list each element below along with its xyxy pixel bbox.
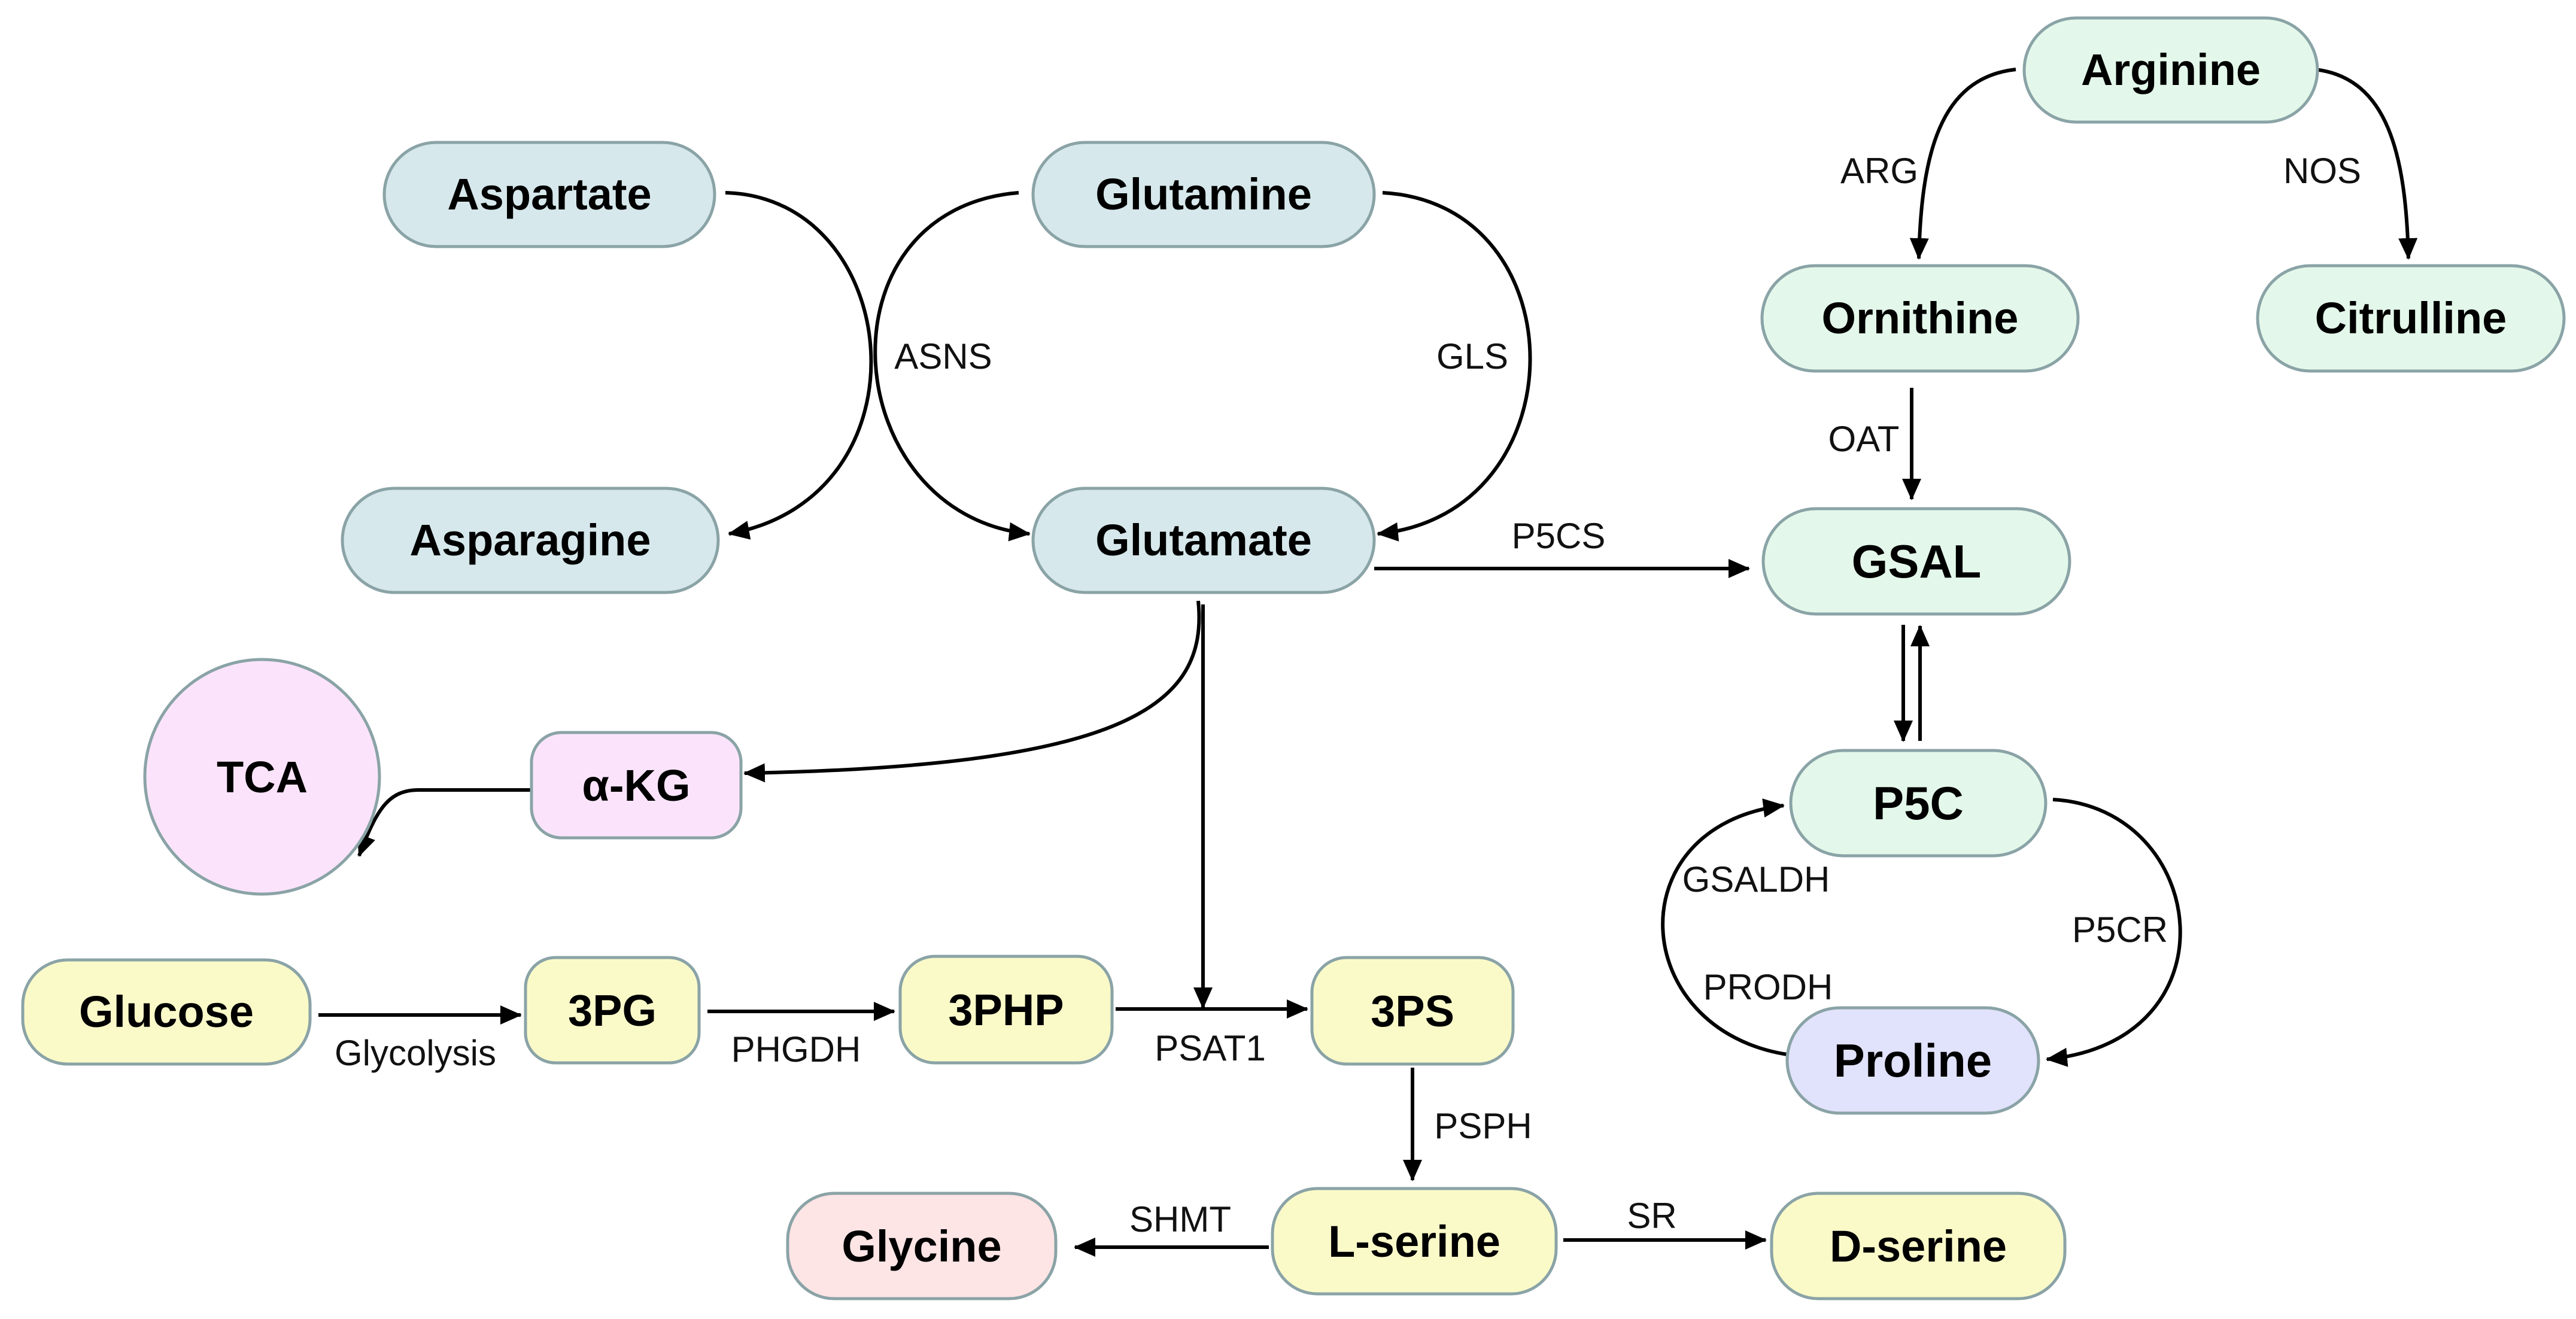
node-proline-label: Proline <box>1834 1034 1992 1087</box>
node-akg-label: α-KG <box>582 761 690 810</box>
edge-proline-p5c <box>1661 798 1788 1056</box>
edge-glutamine-glutamate-gls <box>1377 191 1532 542</box>
edge-aspartate-asparagine <box>725 191 873 540</box>
node-ornithine: Ornithine <box>1760 264 2080 373</box>
node-aspartate: Aspartate <box>382 141 716 248</box>
node-gsal: GSAL <box>1761 507 2071 616</box>
enzyme-asns: ASNS <box>894 336 992 376</box>
node-3php-label: 3PHP <box>948 985 1064 1035</box>
edge-arginine-citrulline <box>2314 68 2418 260</box>
node-lserine: L-serine <box>1271 1187 1558 1296</box>
enzyme-shmt: SHMT <box>1129 1199 1231 1239</box>
edge-glutamine-glutamate-left <box>873 191 1031 542</box>
enzyme-arg: ARG <box>1840 151 1918 191</box>
node-p5c-label: P5C <box>1873 777 1964 829</box>
enzyme-p5cs: P5CS <box>1512 516 1606 556</box>
edge-arginine-ornithine <box>1909 68 2016 260</box>
enzyme-gls: GLS <box>1436 336 1508 376</box>
enzyme-p5cr: P5CR <box>2072 910 2168 950</box>
node-citrulline: Citrulline <box>2256 264 2566 373</box>
node-asparagine: Asparagine <box>341 487 720 594</box>
node-akg: α-KG <box>530 731 743 840</box>
node-glycine-label: Glycine <box>842 1221 1001 1271</box>
node-3ps: 3PS <box>1310 956 1515 1066</box>
node-gsal-label: GSAL <box>1852 535 1982 588</box>
enzyme-oat: OAT <box>1828 419 1900 459</box>
node-glutamate: Glutamate <box>1031 487 1376 594</box>
node-p5c: P5C <box>1789 749 2048 858</box>
node-dserine: D-serine <box>1770 1192 2067 1300</box>
node-tca: TCA <box>143 658 381 896</box>
enzyme-psph: PSPH <box>1434 1106 1532 1146</box>
node-arginine-label: Arginine <box>2081 45 2261 95</box>
node-citrulline-label: Citrulline <box>2315 293 2507 343</box>
node-glucose-label: Glucose <box>79 987 254 1037</box>
node-glutamine-label: Glutamine <box>1095 169 1312 219</box>
node-dserine-label: D-serine <box>1830 1221 2007 1271</box>
enzyme-nos: NOS <box>2283 151 2361 191</box>
node-ornithine-label: Ornithine <box>1822 293 2019 343</box>
node-3pg-label: 3PG <box>568 986 657 1035</box>
node-proline: Proline <box>1785 1006 2040 1115</box>
node-glutamate-label: Glutamate <box>1095 515 1312 565</box>
node-3php: 3PHP <box>898 955 1114 1065</box>
enzyme-gsaldh: GSALDH <box>1682 859 1830 899</box>
node-3pg: 3PG <box>524 956 701 1065</box>
edge-glutamate-akg <box>743 600 1201 783</box>
edges <box>318 68 2418 1257</box>
nodes: Aspartate Glutamine Asparagine Glutamate… <box>21 16 2566 1300</box>
node-lserine-label: L-serine <box>1328 1217 1500 1266</box>
node-3ps-label: 3PS <box>1371 986 1454 1036</box>
edge-akg-tca <box>357 788 531 857</box>
enzyme-glycolysis: Glycolysis <box>335 1033 496 1073</box>
node-glycine: Glycine <box>786 1192 1058 1300</box>
node-glucose: Glucose <box>21 958 312 1066</box>
enzyme-prodh: PRODH <box>1703 967 1833 1007</box>
edge-p5c-proline <box>2046 798 2182 1067</box>
node-arginine: Arginine <box>2022 16 2319 124</box>
node-aspartate-label: Aspartate <box>447 169 651 219</box>
enzyme-phgdh: PHGDH <box>731 1029 861 1069</box>
enzyme-labels: ASNS GLS P5CS ARG NOS OAT GSALDH PRODH P… <box>335 151 2361 1239</box>
enzyme-psat1: PSAT1 <box>1155 1028 1266 1068</box>
node-asparagine-label: Asparagine <box>409 515 651 565</box>
enzyme-sr: SR <box>1627 1196 1676 1236</box>
node-tca-label: TCA <box>217 752 308 802</box>
node-glutamine: Glutamine <box>1031 141 1376 248</box>
